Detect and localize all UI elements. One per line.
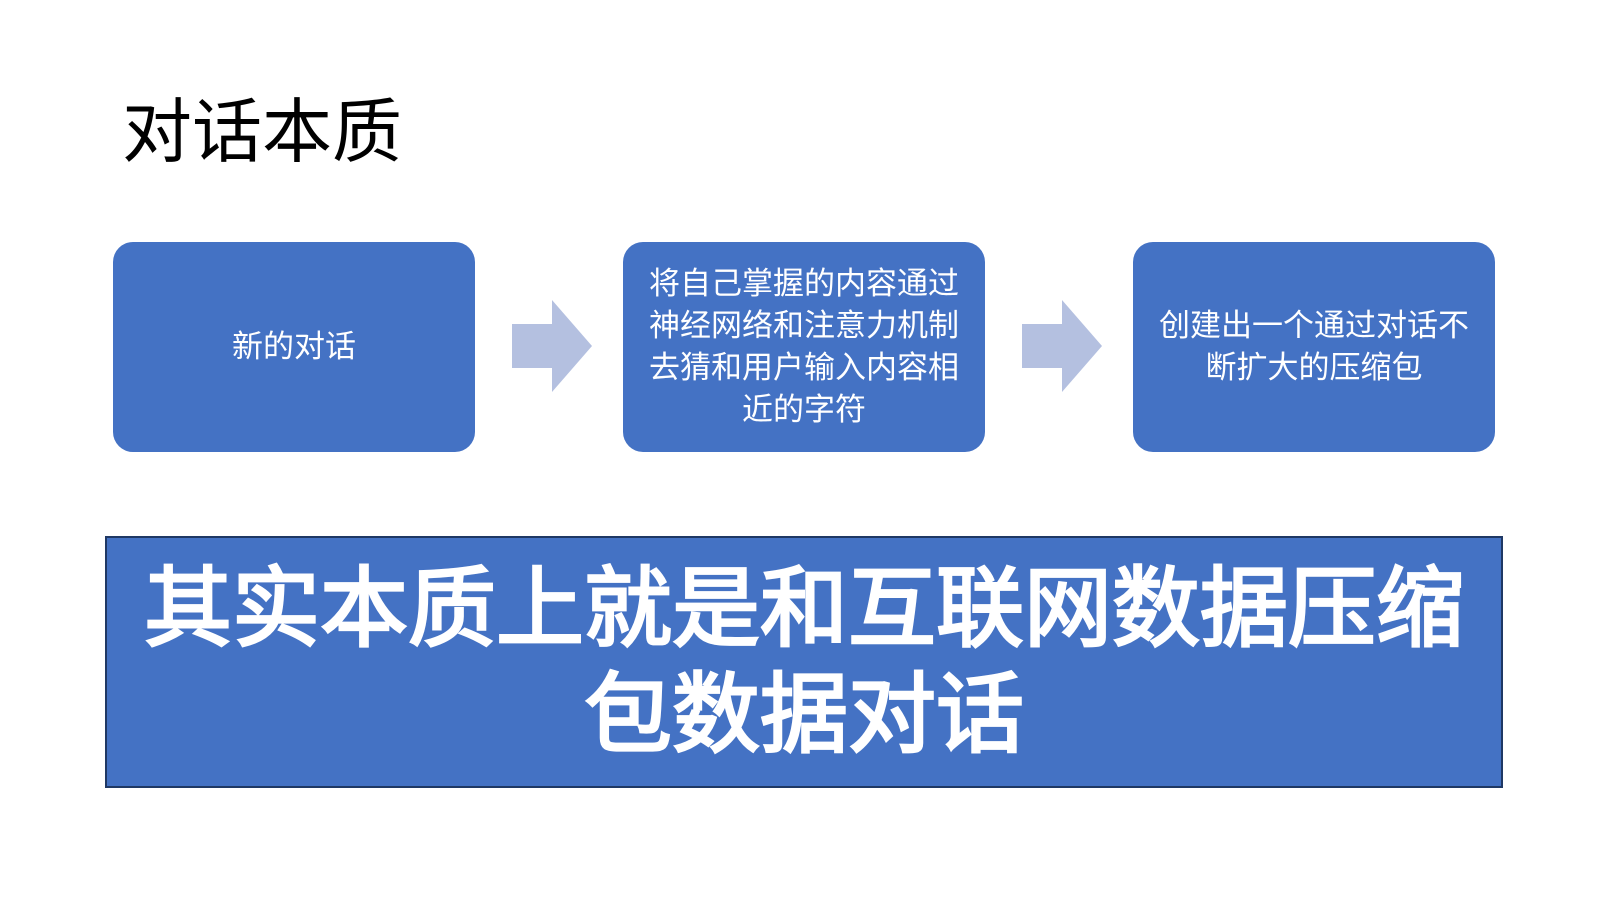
summary-box: 其实本质上就是和互联网数据压缩包数据对话: [105, 536, 1503, 788]
step-box-compressed-package: 创建出一个通过对话不断扩大的压缩包: [1133, 242, 1495, 452]
right-arrow-icon: [512, 300, 592, 392]
step-label: 创建出一个通过对话不断扩大的压缩包: [1159, 308, 1469, 386]
step-box-new-conversation: 新的对话: [113, 242, 475, 452]
slide-title: 对话本质: [122, 91, 402, 173]
summary-text: 其实本质上就是和互联网数据压缩包数据对话: [143, 557, 1464, 766]
step-label: 将自己掌握的内容通过神经网络和注意力机制去猜和用户输入内容相近的字符: [649, 266, 959, 428]
step-label: 新的对话: [232, 329, 356, 365]
right-arrow-icon: [1022, 300, 1102, 392]
step-box-neural-network: 将自己掌握的内容通过神经网络和注意力机制去猜和用户输入内容相近的字符: [623, 242, 985, 452]
